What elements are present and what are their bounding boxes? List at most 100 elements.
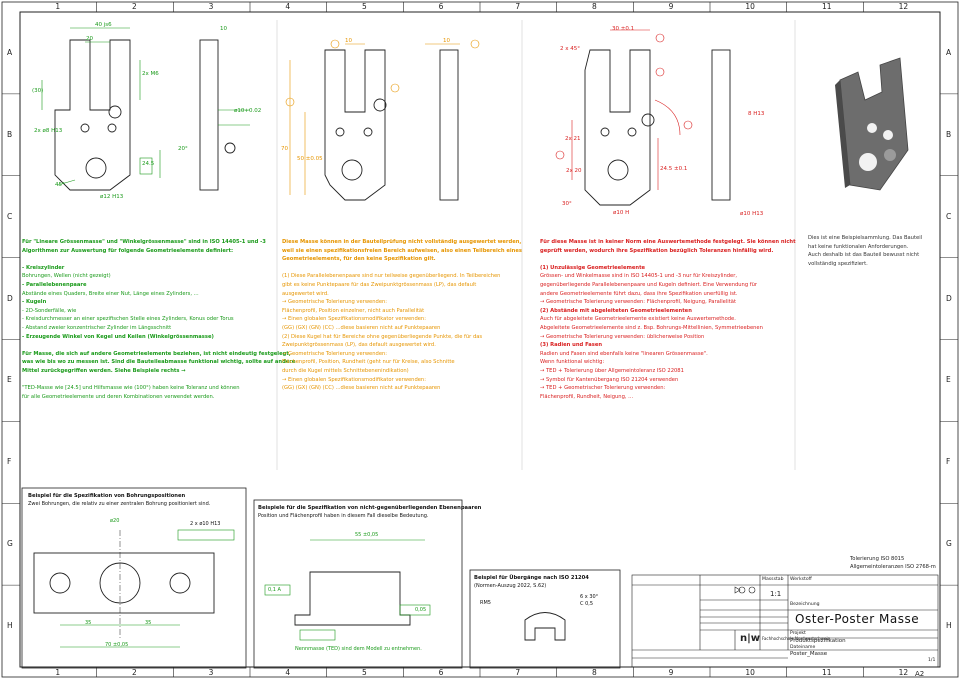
example2-title: Beispiele für die Spezifikation von nich…	[258, 505, 482, 511]
note-line	[282, 264, 522, 273]
note-line: Geometrieelements, für den keine Spezifi…	[282, 256, 436, 263]
red-notes: Für diese Masse ist in keiner Norm eine …	[540, 238, 796, 401]
row-label: C	[946, 211, 952, 221]
example3-subtitle: (Normen-Auszug 2022, S.62)	[474, 583, 547, 589]
example2-drawing	[294, 571, 411, 626]
note-line: - Abstand zweier konzentrischer Zylinder…	[22, 324, 172, 331]
note-line: für alle Geometrieelemente und deren Kom…	[22, 393, 215, 400]
column-label: 3	[208, 668, 214, 677]
note-line: - 2D-Sonderfälle, wie	[22, 307, 77, 314]
general-tolerance-1: Tolerierung ISO 8015	[850, 556, 905, 562]
column-label: 10	[745, 2, 755, 11]
svg-text:ø12 H13: ø12 H13	[100, 194, 124, 200]
column-label: 12	[898, 668, 909, 677]
row-label: B	[7, 129, 13, 139]
note-line: - Kreisdurchmesser an einer spezifischen…	[22, 316, 234, 323]
example3-drawing	[524, 612, 566, 641]
note-line: → Geometrische Tolerierung verwenden: üb…	[540, 333, 705, 340]
note-line: Auch für abgeleitete Geometrieelemente e…	[540, 316, 736, 323]
example3-dim-chamfer: C 0,5	[580, 601, 594, 607]
note-line: → Geometrische Tolerierung verwenden:	[282, 299, 388, 306]
svg-text:40 js6: 40 js6	[95, 22, 112, 28]
svg-text:2x 21: 2x 21	[565, 136, 581, 142]
svg-text:2x 20: 2x 20	[566, 168, 582, 174]
example1-subtitle: Zwei Bohrungen, die relativ zu einer zen…	[28, 501, 211, 507]
column-label: 9	[668, 668, 674, 677]
note-line: Flächenprofil, Rundheit, Neigung, ...	[540, 393, 634, 400]
svg-text:10: 10	[443, 38, 450, 44]
note-line: - Erzeugende Winkel von Kegel und Keilen…	[22, 333, 214, 340]
svg-text:2 x 45°: 2 x 45°	[560, 46, 580, 52]
svg-text:ø10 H: ø10 H	[613, 210, 629, 216]
column-label: 5	[362, 2, 367, 11]
general-tolerance-2: Allgemeintoleranzen ISO 2768-m	[850, 564, 936, 570]
row-label: H	[946, 621, 952, 631]
row-label: B	[946, 129, 952, 139]
side-note-line: Dies ist eine Beispielsammlung. Das Baut…	[808, 235, 923, 241]
note-line: Diese Masse können in der Bauteilprüfung…	[282, 239, 522, 245]
row-label: A	[7, 47, 13, 57]
example1-drawing	[33, 530, 215, 640]
green-part-drawing	[54, 39, 236, 191]
row-label: E	[946, 375, 951, 385]
note-line: Flächenprofil, Position einzelner, nicht…	[282, 307, 425, 314]
note-line: (2) Abstände mit abgeleiteten Geometriee…	[540, 307, 692, 314]
column-label: 6	[438, 2, 444, 11]
note-line	[22, 255, 295, 264]
example2-dim-profile: 0,1 A	[268, 587, 281, 593]
tb-scale: 1:1	[770, 590, 782, 598]
note-line: (GG) (GX) (GN) (CC) ...diese basieren ni…	[282, 385, 441, 392]
column-label: 2	[132, 2, 137, 11]
example1-dim-diameter: ø20	[110, 518, 120, 524]
orange-part-drawing	[324, 49, 459, 201]
note-line: durch die Kugel mittels Schnittebenenind…	[282, 367, 409, 374]
column-label: 2	[132, 668, 137, 677]
side-note-line: Auch deshalb ist das Bauteil bewusst nic…	[808, 252, 920, 259]
row-label: E	[7, 375, 12, 385]
note-line: - Parallelebenenpaare	[22, 281, 87, 288]
tb-scale-label: Massstab	[762, 577, 784, 582]
note-line	[22, 341, 295, 350]
note-line: - Kreiszylinder	[22, 264, 65, 271]
note-line: Radien und Fasen sind ebenfalls keine "l…	[540, 350, 708, 357]
row-label: C	[7, 211, 13, 221]
example1-title: Beispiel für die Spezifikation von Bohru…	[28, 493, 186, 499]
example1-dim-left: 35	[85, 620, 92, 626]
note-line: (2) Diese Kugel hat für Bereiche ohne ge…	[282, 333, 483, 340]
note-line: (1) Diese Parallelebenenpaare sind nur t…	[282, 273, 501, 280]
tb-name-label: Bezeichnung	[790, 602, 820, 607]
svg-text:8 H13: 8 H13	[748, 111, 765, 117]
column-label: 1	[55, 668, 61, 677]
example1-dim-holes: 2 x ø10 H13	[190, 521, 221, 527]
note-line: geprüft werden, wodurch ihre Spezifikati…	[540, 247, 774, 254]
column-label: 8	[592, 2, 597, 11]
column-label: 8	[592, 668, 597, 677]
svg-text:ø10 H13: ø10 H13	[740, 211, 764, 217]
svg-text:10: 10	[345, 38, 352, 44]
note-line: (GG) (GX) (GN) (CC) ...diese basieren ni…	[282, 324, 441, 331]
note-line: → Einen globalen Spezifikationsmodifikat…	[282, 316, 426, 323]
note-line: gibt es keine Punktepaare für das Zweipu…	[282, 281, 477, 288]
row-label: G	[946, 539, 952, 549]
example1-dim-total: 70 ±0,05	[105, 642, 129, 648]
note-line: → TED + Tolerierung über Allgemeintolera…	[540, 367, 684, 374]
note-line: → Geometrische Tolerierung verwenden:	[282, 350, 388, 357]
svg-text:2x M6: 2x M6	[142, 71, 159, 77]
note-line	[540, 255, 796, 264]
example2-subtitle: Position und Flächenprofil haben in dies…	[258, 513, 429, 519]
svg-text:30°: 30°	[562, 201, 572, 207]
column-label: 3	[208, 2, 214, 11]
note-line: Wenn funktional wichtig:	[540, 359, 605, 366]
note-line: Für Masse, die sich auf andere Geometrie…	[22, 350, 291, 357]
example3-dim-rm: RM5	[480, 600, 491, 606]
note-line: andere Geometrieelemente führt dazu, das…	[540, 290, 738, 297]
column-label: 11	[822, 2, 832, 11]
row-label: D	[946, 293, 952, 303]
row-label: H	[7, 621, 13, 631]
svg-text:ø10+0.02: ø10+0.02	[234, 108, 261, 114]
column-label: 9	[668, 2, 674, 11]
note-line: (1) Unzulässige Geometrieelemente	[540, 264, 646, 271]
note-line: Flächenprofil, Position, Rundheit (geht …	[282, 359, 455, 366]
note-line: → Einen globalen Spezifikationsmodifikat…	[282, 376, 426, 383]
